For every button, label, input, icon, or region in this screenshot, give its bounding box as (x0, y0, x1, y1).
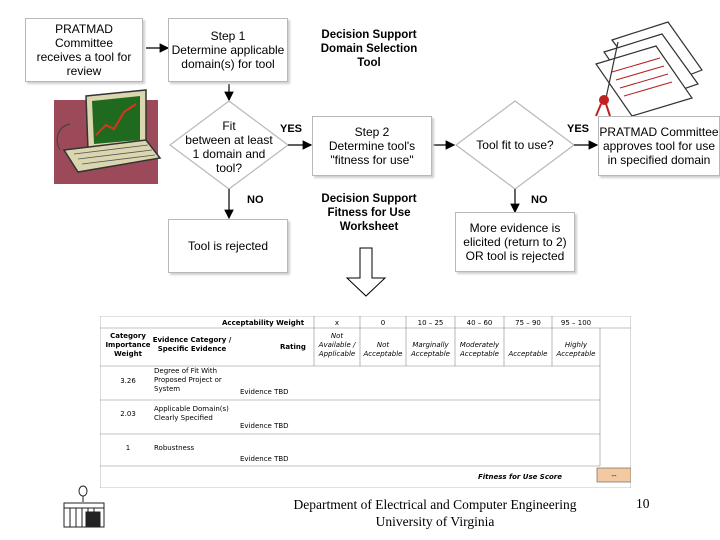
papers-clipart (595, 21, 703, 117)
footer-department: Department of Electrical and Computer En… (293, 497, 577, 529)
receive-tool-box: PRATMAD Committee receives a tool for re… (25, 18, 143, 82)
more-evidence-box: More evidence is elicited (return to 2) … (455, 212, 575, 272)
rating-header: Rating (280, 343, 306, 351)
university-logo (63, 485, 105, 528)
rating-cell: Moderately Acceptable (459, 341, 500, 358)
row-weight: 3.26 (120, 377, 136, 385)
row-evidence: Evidence TBD (240, 422, 289, 430)
weight-cell: 0 (380, 319, 386, 327)
fitness-worksheet-title: Decision Support Fitness for Use Workshe… (321, 193, 417, 233)
weight-cell: 75 – 90 (515, 319, 541, 327)
row-category: Applicable Domain(s) Clearly Specified (154, 405, 229, 422)
fit-use-yes-label: YES (567, 123, 590, 135)
weight-cell: 10 – 25 (417, 319, 444, 327)
fitness-score-label: Fitness for Use Score (478, 473, 563, 481)
fitness-score-value: -- (611, 472, 617, 480)
rating-cell: Acceptable (508, 350, 548, 358)
domain-selection-tool-title: Decision Support Domain Selection Tool (320, 29, 418, 69)
acceptability-weight-label: Acceptability Weight (222, 319, 305, 327)
step2-box: Step 2 Determine tool's "fitness for use… (312, 116, 432, 176)
fit-use-decision-text: Tool fit to use? (476, 138, 554, 152)
step1-box: Step 1 Determine applicable domain(s) fo… (168, 18, 288, 82)
row-category: Robustness (154, 444, 195, 452)
approves-tool-box: PRATMAD Committee approves tool for use … (598, 116, 720, 176)
score-cell (596, 467, 631, 483)
fit-yes-label: YES (280, 123, 303, 135)
rating-cell: Not Available / Applicable (318, 332, 356, 358)
weight-cell: x (334, 319, 340, 327)
evidence-category-header: Evidence Category / Specific Evidence (152, 336, 232, 353)
tool-rejected-box: Tool is rejected (168, 219, 288, 273)
down-arrow-to-worksheet (345, 247, 387, 297)
row-category: Degree of Fit With Proposed Project or S… (154, 367, 222, 393)
fit-use-no-label: NO (531, 194, 548, 206)
rating-cell: Not Acceptable (363, 341, 403, 358)
rating-cell: Marginally Acceptable (411, 341, 450, 358)
fit-decision-text: Fit between at least 1 domain and tool? (185, 119, 273, 175)
fit-no-label: NO (247, 194, 264, 206)
row-evidence: Evidence TBD (240, 455, 289, 463)
fitness-worksheet: Acceptability Weight x 0 10 – 25 40 – 60… (100, 316, 631, 488)
rating-cell: Highly Acceptable (556, 341, 596, 358)
row-evidence: Evidence TBD (240, 388, 289, 396)
weight-cell: 95 – 100 (560, 319, 592, 327)
row-weight: 2.03 (120, 410, 136, 418)
page-number: 10 (636, 496, 650, 511)
weight-cell: 40 – 60 (466, 319, 493, 327)
row-weight: 1 (125, 444, 131, 452)
laptop-chart-clipart (54, 89, 162, 184)
category-importance-header: Category Importance Weight (105, 332, 151, 358)
worksheet-grid (100, 316, 631, 488)
